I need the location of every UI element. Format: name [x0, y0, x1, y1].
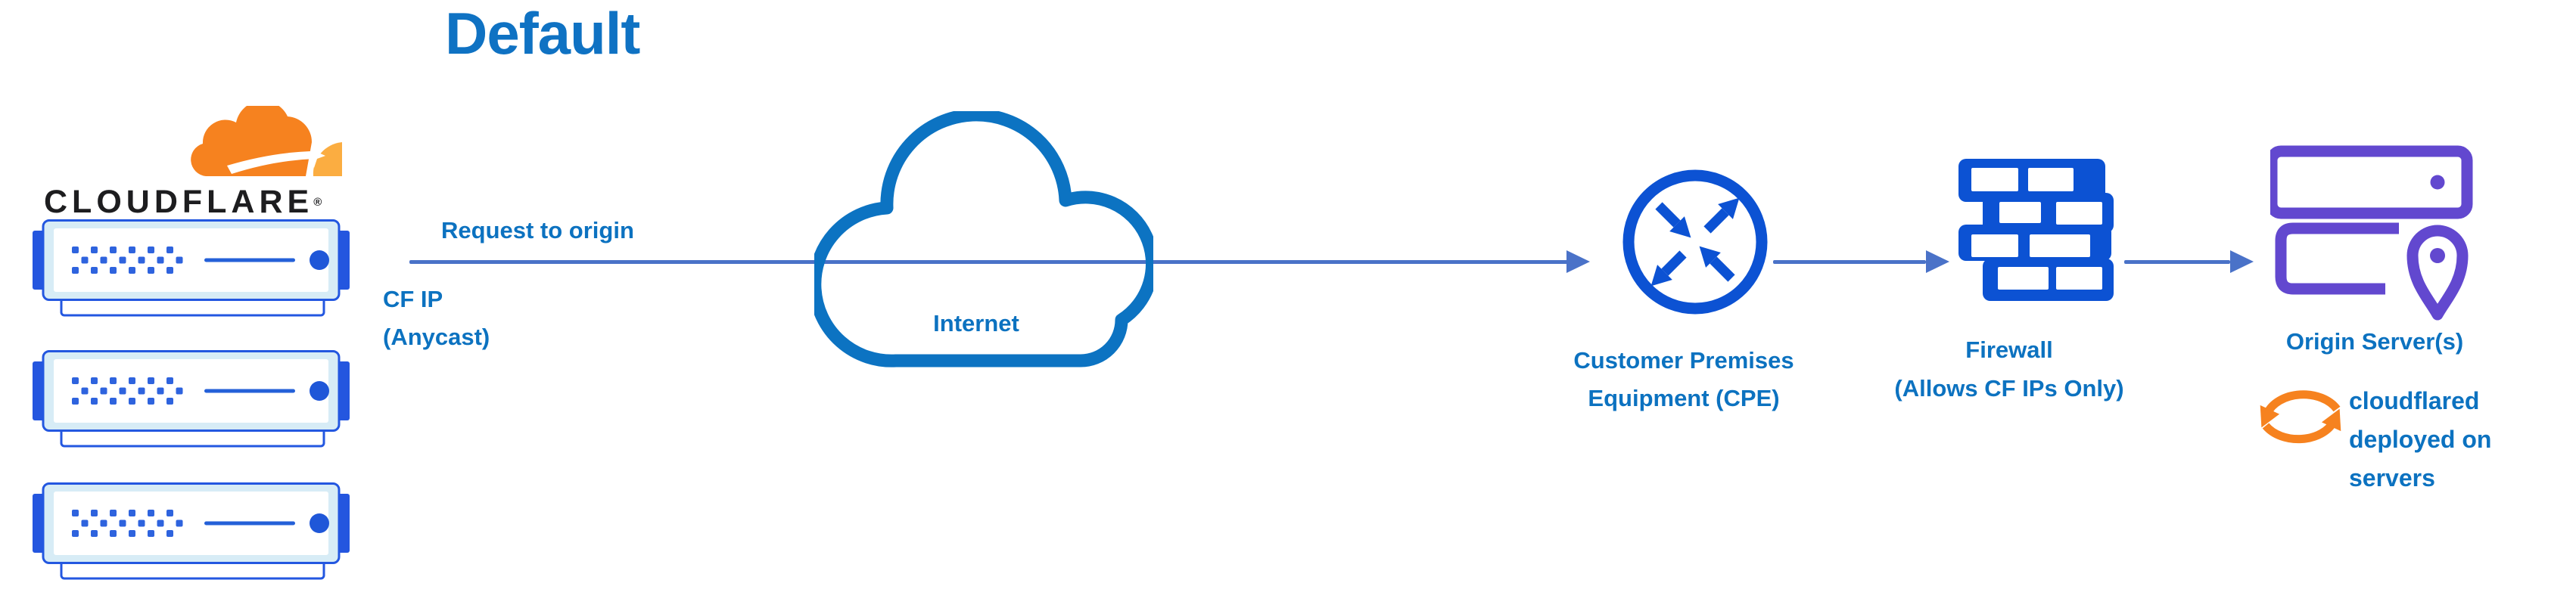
- origin-server-icon: [2270, 145, 2473, 325]
- internet-label: Internet: [933, 310, 1019, 336]
- registered-trademark: ®: [313, 196, 322, 209]
- firewall-to-origin-arrow-line: [2124, 260, 2230, 264]
- cloudflare-cloud-icon: [191, 106, 342, 176]
- cloudflared-note-line1: cloudflared: [2349, 387, 2480, 414]
- firewall-to-origin-arrow-head-icon: [2230, 250, 2254, 273]
- server-icon: [33, 350, 350, 448]
- cf-ip-line2: (Anycast): [383, 324, 490, 350]
- cf-ip-line1: CF IP: [383, 286, 443, 312]
- firewall-label-line2: (Allows CF IPs Only): [1894, 375, 2124, 402]
- firewall-label-line1: Firewall: [1965, 336, 2053, 363]
- cloudflared-note: cloudflared deployed on servers: [2349, 382, 2491, 498]
- request-arrow-head-icon: [1566, 250, 1590, 273]
- internet-cloud-icon: [814, 111, 1153, 367]
- cpe-label: Customer Premises Equipment (CPE): [1525, 342, 1843, 417]
- location-pin-icon: [2403, 222, 2472, 325]
- cloudflare-wordmark-text: CLOUDFLARE: [44, 184, 314, 220]
- request-to-origin-label: Request to origin: [441, 217, 634, 243]
- diagram-title: Default: [445, 0, 640, 67]
- request-arrow-line: [409, 260, 1568, 264]
- firewall-label: Firewall (Allows CF IPs Only): [1843, 330, 2176, 408]
- cloudflared-sync-icon: [2260, 390, 2341, 444]
- cpe-label-line2: Equipment (CPE): [1588, 385, 1780, 411]
- server-icon: [33, 219, 350, 317]
- origin-servers-label: Origin Server(s): [2285, 328, 2464, 355]
- cf-ip-anycast-label: CF IP (Anycast): [383, 281, 490, 356]
- cloudflare-wordmark: CLOUDFLARE®: [44, 186, 322, 219]
- cloudflare-logo: [191, 106, 342, 180]
- firewall-icon: [1958, 159, 2114, 301]
- cpe-to-firewall-arrow-head-icon: [1926, 250, 1949, 273]
- cloudflared-note-line3: servers: [2349, 464, 2435, 492]
- server-icon: [33, 482, 350, 580]
- cpe-label-line1: Customer Premises: [1573, 347, 1794, 374]
- cpe-router-icon: [1622, 169, 1768, 315]
- cpe-to-firewall-arrow-line: [1773, 260, 1926, 264]
- cloudflared-note-line2: deployed on: [2349, 426, 2492, 453]
